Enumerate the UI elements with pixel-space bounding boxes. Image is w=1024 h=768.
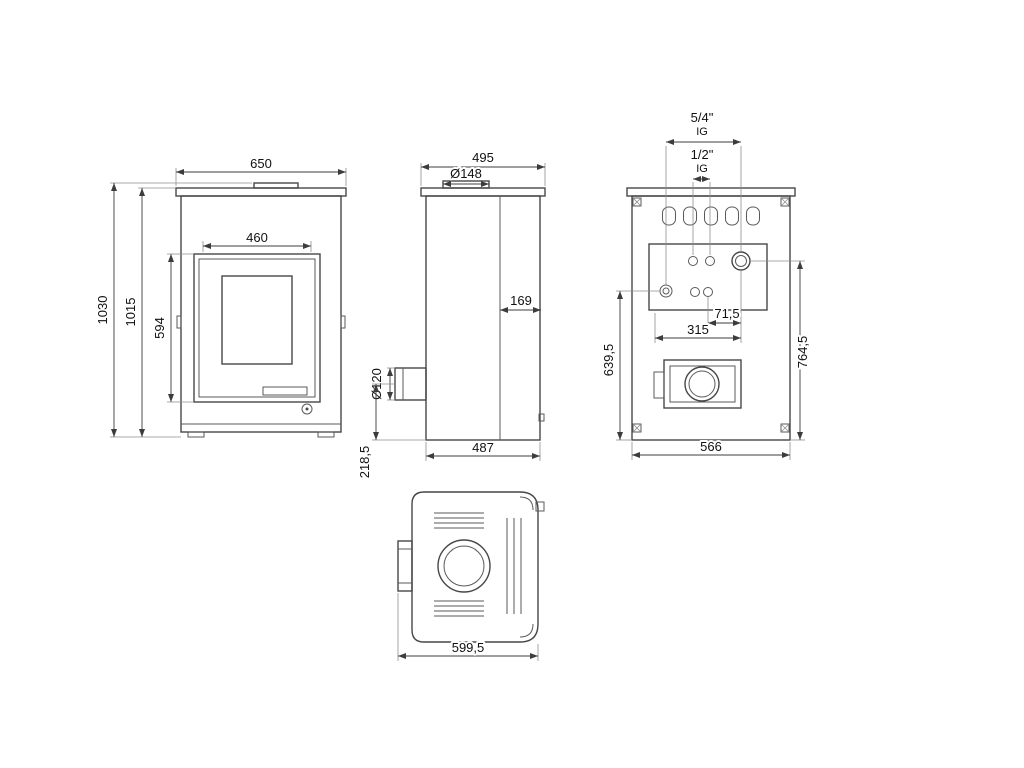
front-hinge-right	[340, 315, 346, 329]
top-view: 599,5	[397, 491, 545, 661]
dim-top-total-depth: 599,5	[397, 593, 539, 661]
front-foot-right	[317, 431, 335, 438]
top-plate-inner-corner	[519, 623, 534, 638]
dim-rear-port-span: 315	[654, 313, 741, 343]
dim-front-opening-width: 460	[202, 228, 312, 252]
rear-port-left	[659, 284, 673, 298]
front-body	[180, 195, 342, 433]
rear-corner-screw	[780, 423, 790, 433]
rear-vent-slot	[683, 206, 697, 226]
screw-cross	[780, 423, 790, 433]
top-rear-stub	[397, 540, 413, 592]
screw-plate	[780, 423, 790, 433]
front-door-handle-pin	[305, 407, 309, 411]
dim-front-door-height: 594	[150, 253, 194, 403]
rear-port-large	[731, 251, 751, 271]
dim-rear-large-fitting: 5/4" IG	[665, 108, 742, 285]
rear-flue-box-bracket	[653, 371, 665, 399]
rear-port-small	[705, 256, 715, 266]
rear-vent-slot	[725, 206, 739, 226]
screw-cross	[632, 423, 642, 433]
side-rear-flue-stub	[394, 367, 427, 401]
dim-front-total-height: 1030	[93, 182, 252, 438]
rear-corner-screw	[632, 197, 642, 207]
rear-port-small	[688, 256, 698, 266]
dim-rear-small-fitting: 1/2" IG	[689, 145, 716, 255]
rear-port-small	[703, 287, 713, 297]
dim-rear-body-width: 566	[631, 437, 791, 460]
dim-side-body-depth: 487	[425, 438, 541, 461]
dim-label-top-depth: 495	[472, 150, 494, 165]
rear-corner-screw	[632, 423, 642, 433]
front-door-frame	[198, 258, 316, 398]
dim-label-total-depth: 599,5	[452, 640, 485, 655]
rear-port-small	[690, 287, 700, 297]
rear-flue-opening-inner	[688, 370, 716, 398]
rear-vent-slot	[704, 206, 718, 226]
rear-flue-box-inner	[669, 365, 736, 403]
screw-cross	[632, 197, 642, 207]
rear-top-plate	[626, 187, 796, 197]
dim-label-body-width: 566	[700, 439, 722, 454]
dim-rear-right-height: 764,5	[750, 260, 812, 441]
top-flue-collar-inner	[443, 545, 485, 587]
dim-label-left-height: 639,5	[601, 344, 616, 377]
front-door	[193, 253, 321, 403]
rear-vent-slot	[662, 206, 676, 226]
dim-side-top-depth: 495	[420, 148, 546, 186]
front-foot-left	[187, 431, 205, 438]
side-handle-knob	[538, 413, 545, 422]
dim-label-small-fitting-thread: IG	[696, 163, 708, 175]
side-top-plate	[420, 187, 546, 197]
side-body	[425, 195, 541, 441]
dim-label-large-fitting: 5/4"	[691, 110, 714, 125]
top-flue-collar	[437, 539, 491, 593]
dim-front-body-height: 1015	[121, 187, 176, 437]
dim-label-total-height: 1030	[95, 296, 110, 325]
rear-vent-slot	[746, 206, 760, 226]
dim-label-large-fitting-thread: IG	[696, 126, 708, 138]
dim-rear-port-offset: 71,5	[707, 270, 742, 343]
dim-label-body-height: 1015	[123, 298, 138, 327]
dim-side-rear-offset: 169	[500, 291, 541, 313]
rear-corner-screw	[780, 197, 790, 207]
dim-label-top-width: 650	[250, 156, 272, 171]
dim-label-flue-axis-height: 218,5	[357, 446, 372, 479]
screw-plate	[632, 423, 642, 433]
dim-label-opening-width: 460	[246, 230, 268, 245]
top-plate-inner-corner	[519, 496, 534, 511]
dim-label-door-height: 594	[152, 317, 167, 339]
screw-cross	[780, 197, 790, 207]
front-flue-collar	[253, 182, 299, 189]
rear-port-left-inner	[662, 287, 670, 295]
side-flue-collar	[442, 180, 490, 189]
front-hinge-left	[176, 315, 182, 329]
front-view: 650 460 1030 1015 594	[93, 154, 347, 438]
dim-label-right-height: 764,5	[795, 336, 810, 369]
dim-label-collar-diameter: Ø148	[450, 166, 482, 181]
dim-label-body-depth: 487	[472, 440, 494, 455]
rear-body	[631, 195, 791, 441]
dim-label-port-offset: 71,5	[714, 306, 739, 321]
side-view: 495 Ø148 169 Ø120 218,5 487	[355, 148, 546, 480]
top-latch	[535, 501, 545, 512]
dim-label-port-span: 315	[687, 322, 709, 337]
rear-flue-opening	[684, 366, 720, 402]
dim-front-top-width: 650	[175, 154, 347, 186]
front-top-plate	[175, 187, 347, 197]
front-door-window	[221, 275, 293, 365]
top-plate-outline	[411, 491, 539, 643]
rear-view: 5/4" IG 1/2" IG 71,5 315 639,5	[599, 108, 812, 460]
dim-rear-left-height: 639,5	[599, 290, 660, 441]
front-air-lever	[262, 386, 308, 396]
screw-plate	[780, 197, 790, 207]
dim-label-small-fitting: 1/2"	[691, 147, 714, 162]
screw-plate	[632, 197, 642, 207]
dim-side-flue-axis-height: 218,5	[355, 383, 426, 480]
rear-port-large-inner	[735, 255, 747, 267]
dim-side-collar-diameter: Ø148	[443, 164, 489, 187]
dim-label-rear-offset: 169	[510, 293, 532, 308]
front-door-handle	[301, 403, 313, 415]
